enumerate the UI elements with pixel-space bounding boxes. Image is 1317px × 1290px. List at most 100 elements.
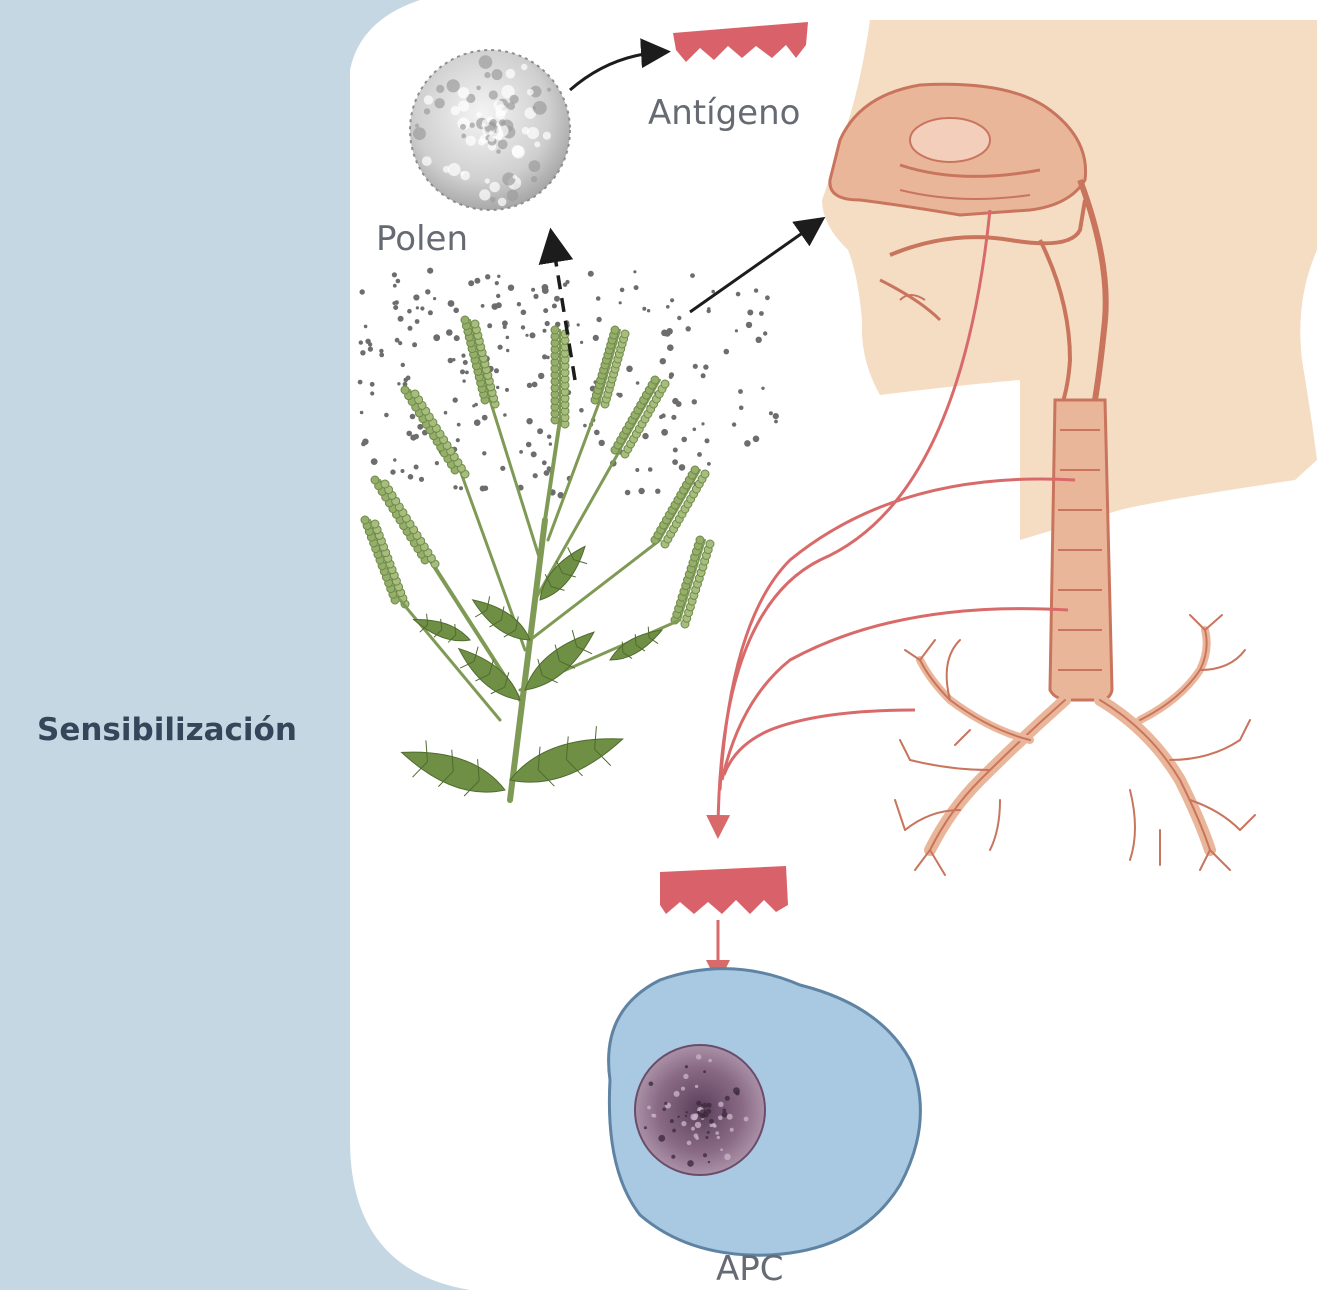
pollen-dot	[754, 288, 758, 292]
pollen-label: Polen	[376, 219, 468, 259]
pollen-dot	[543, 329, 547, 333]
pollen-dot	[697, 452, 702, 457]
pollen-dot	[527, 383, 532, 388]
pollen-dot	[634, 285, 639, 290]
pollen-dot	[360, 289, 365, 294]
pollen-dot	[398, 341, 402, 345]
pollen-dot	[503, 325, 507, 329]
pollen-dot	[619, 301, 622, 304]
pollen-dot	[647, 309, 650, 312]
pollen-dot	[673, 448, 678, 453]
pollen-dot	[763, 331, 767, 335]
pollen-dot	[542, 284, 549, 291]
pollen-dot	[379, 349, 383, 353]
pollen-dot	[594, 430, 600, 436]
pollen-dot	[633, 270, 636, 273]
pollen-dot	[419, 477, 424, 482]
pollen-dot	[453, 397, 458, 402]
pollen-dot	[496, 386, 499, 389]
pollen-dot	[435, 461, 439, 465]
pollen-dot	[677, 316, 681, 320]
pollen-dot	[481, 304, 485, 308]
pollen-dot	[414, 434, 419, 439]
pollen-dot	[412, 342, 417, 347]
pollen-dot	[420, 306, 424, 310]
pollen-dot	[744, 440, 751, 447]
ragweed-plant-icon	[361, 316, 714, 808]
pollen-dot	[655, 489, 660, 494]
pollen-dot	[761, 387, 764, 390]
pollen-dot	[526, 442, 532, 448]
pollen-dot	[638, 488, 644, 494]
pollen-dot	[416, 306, 419, 309]
pollen-dot	[460, 369, 465, 374]
pollen-grain-icon	[410, 50, 570, 210]
pollen-dot	[414, 465, 419, 470]
pollen-dot	[596, 317, 601, 322]
pollen-dot	[497, 275, 500, 278]
pollen-dot	[671, 415, 676, 420]
pollen-dot	[446, 329, 453, 336]
pollen-dot	[648, 467, 653, 472]
pollen-dot	[390, 469, 395, 474]
pollen-dot	[705, 438, 710, 443]
pollen-dot	[588, 271, 594, 277]
pollen-dot	[425, 289, 430, 294]
pollen-dot	[759, 311, 764, 316]
pollen-dot	[543, 308, 548, 313]
pollen-dot	[408, 474, 414, 480]
pollen-dot	[362, 439, 368, 445]
pollen-dot	[401, 363, 405, 367]
pollen-dot	[538, 373, 544, 379]
pollen-dot	[406, 376, 411, 381]
apc-label: APC	[716, 1249, 784, 1289]
pollen-dot	[462, 379, 465, 382]
pollen-dot	[487, 323, 492, 328]
pollen-dot	[468, 280, 474, 286]
pollen-dot	[444, 411, 448, 415]
pollen-dot	[428, 310, 433, 315]
pollen-dot	[360, 411, 364, 415]
pollen-dot	[495, 281, 499, 285]
pollen-dot	[661, 330, 668, 337]
pollen-dot	[711, 290, 715, 294]
antigen-icon	[673, 22, 808, 62]
pollen-dot	[505, 388, 509, 392]
pollen-dot	[398, 316, 404, 322]
pollen-dot	[626, 366, 633, 373]
pollen-dot	[517, 302, 521, 306]
pollen-dot	[448, 300, 455, 307]
pollen-dot	[371, 458, 378, 465]
pollen-dot	[519, 450, 523, 454]
pollen-dot	[732, 422, 736, 426]
pollen-dot	[765, 295, 770, 300]
pollen-dot	[583, 424, 587, 428]
pollen-dot	[736, 292, 741, 297]
pollen-dot	[485, 274, 490, 279]
pollen-dot	[546, 356, 550, 360]
pollen-dot	[746, 322, 752, 328]
pollen-dot	[459, 486, 463, 490]
pollen-dot	[738, 389, 743, 394]
pollen-dot	[669, 375, 673, 379]
pollen-dot	[701, 373, 706, 378]
pollen-dot	[482, 415, 488, 421]
pollen-dot	[359, 340, 363, 344]
pollen-dot	[690, 273, 695, 278]
pollen-dot	[370, 382, 375, 387]
pollen-dot	[506, 336, 510, 340]
section-title: Sensibilización	[37, 712, 297, 748]
pollen-dot	[661, 429, 668, 436]
pollen-dot	[667, 344, 674, 351]
pollen-dot	[537, 428, 543, 434]
pollen-dot	[492, 303, 499, 310]
pollen-dot	[692, 399, 697, 404]
pollen-dot	[408, 326, 413, 331]
pollen-dot	[747, 310, 753, 316]
pollen-dot	[625, 490, 631, 496]
pollen-dot	[679, 464, 686, 471]
pollen-dot	[392, 272, 397, 277]
pollen-dot	[433, 297, 436, 300]
pollen-dot	[463, 360, 468, 365]
